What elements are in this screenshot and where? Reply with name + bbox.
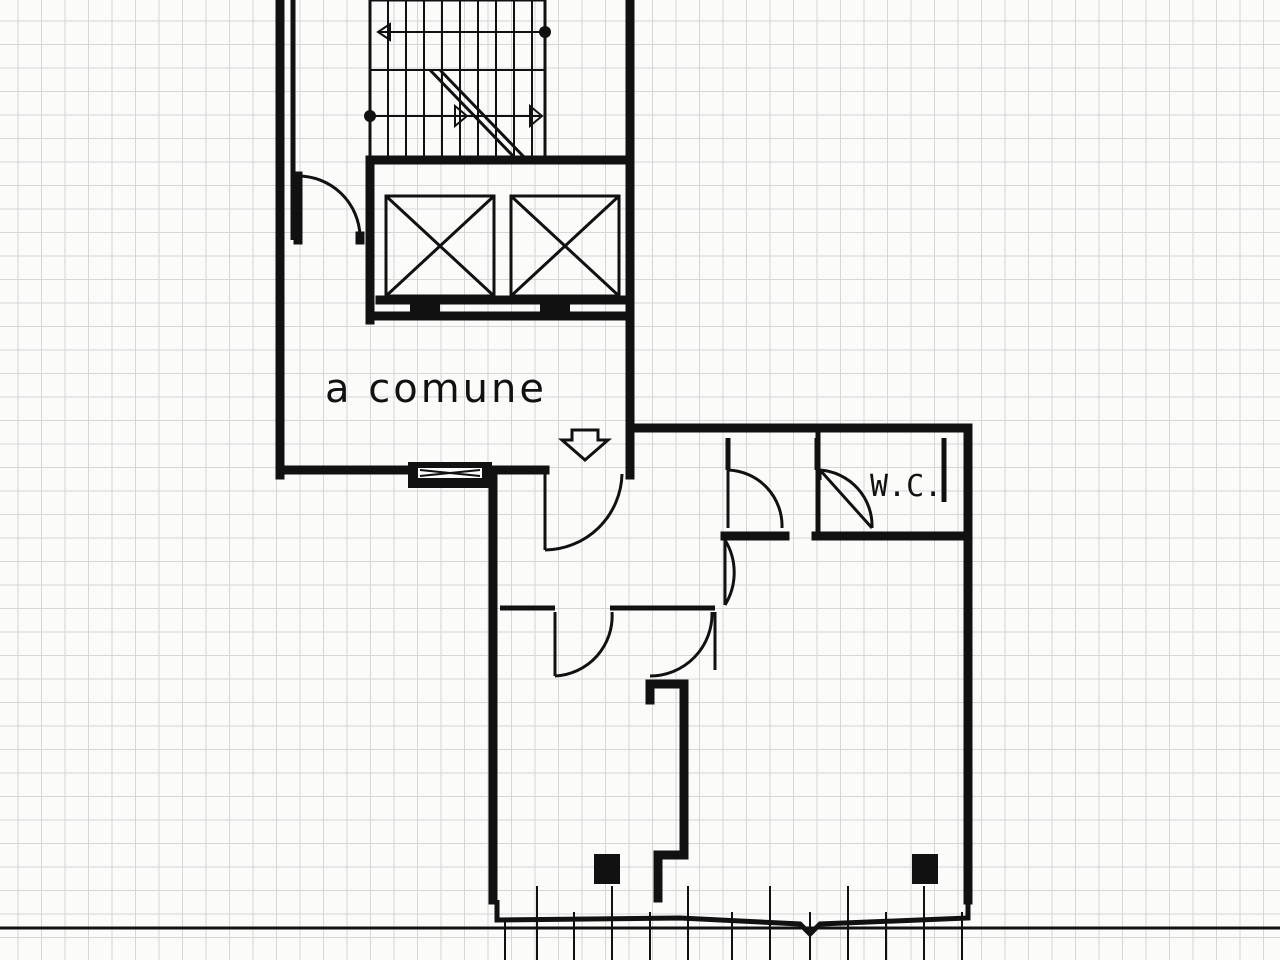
- apartment-doors: [543, 468, 874, 678]
- staircase: [364, 0, 551, 160]
- apartment-walls: [488, 423, 973, 905]
- stairwell-walls: [275, 0, 635, 480]
- landing-door: [293, 171, 365, 245]
- structural-columns: [594, 854, 938, 884]
- room-label-wc: W.C.: [870, 469, 942, 504]
- entrance-arrow-icon: [557, 428, 613, 462]
- room-label-common: a comune: [325, 366, 547, 412]
- elevator-shafts: [365, 155, 630, 325]
- common-area-opening: [408, 462, 492, 488]
- facade-railing: [0, 886, 1280, 960]
